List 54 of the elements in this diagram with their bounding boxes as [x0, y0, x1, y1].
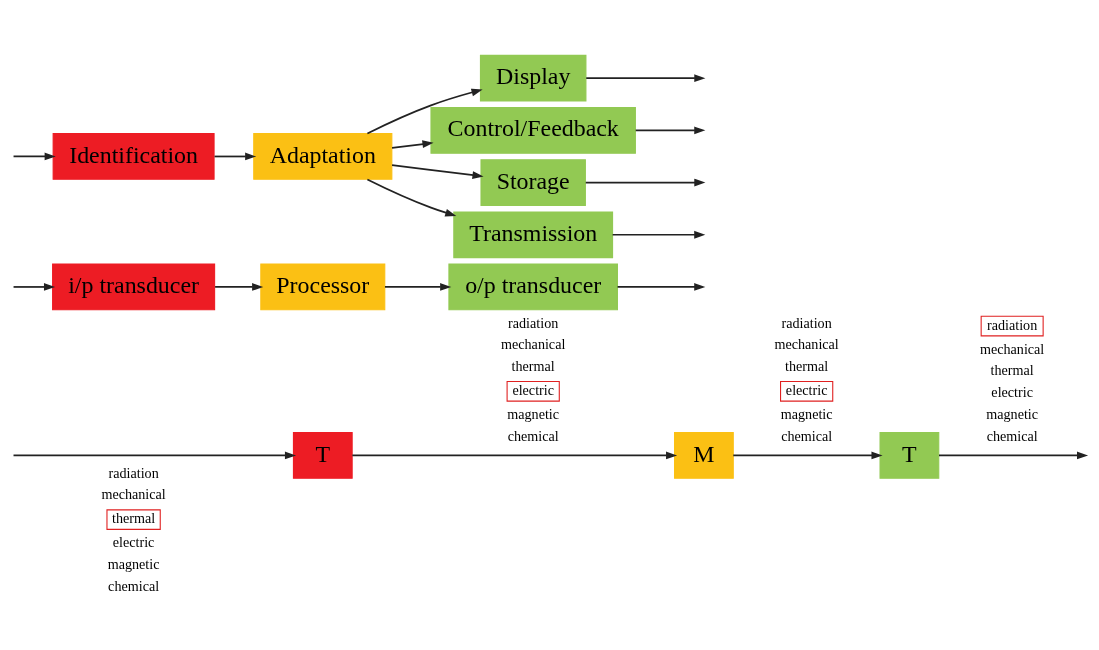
label: magnetic — [107, 555, 160, 572]
label: magnetic — [507, 405, 560, 422]
arrow — [12, 283, 56, 291]
label: radiation — [781, 314, 832, 331]
label: thermal — [990, 362, 1034, 379]
label: chemical — [986, 427, 1038, 444]
label: electric — [112, 534, 155, 551]
node-box: Identification — [52, 133, 215, 180]
arrow — [214, 283, 264, 291]
label: magnetic — [780, 405, 833, 422]
arrow — [634, 126, 706, 135]
node-box: T — [292, 432, 353, 479]
label: mechanical — [774, 336, 839, 353]
arrow — [938, 451, 1089, 460]
node-box: i/p transducer — [52, 263, 216, 311]
label: electric — [991, 384, 1033, 401]
arrow — [391, 164, 484, 179]
node-box: thermal — [106, 509, 161, 530]
arrow — [584, 178, 706, 187]
node-box: o/p transducer — [448, 263, 618, 311]
arrow — [12, 451, 297, 460]
arrow — [213, 152, 257, 161]
node-box: electric — [780, 381, 834, 402]
arrow — [366, 178, 457, 217]
node-box: radiation — [980, 315, 1044, 337]
label: thermal — [511, 358, 555, 375]
node-box: electric — [506, 381, 560, 402]
label: chemical — [108, 577, 160, 594]
arrow — [351, 451, 678, 460]
node-box: Control/Feedback — [430, 107, 636, 154]
node-box: Transmission — [453, 211, 614, 259]
arrow — [611, 230, 706, 239]
label: thermal — [785, 358, 829, 375]
arrow — [391, 140, 434, 149]
arrow — [616, 283, 706, 291]
arrow — [12, 152, 56, 161]
label: mechanical — [979, 340, 1045, 357]
node-box: Display — [479, 54, 587, 102]
label: radiation — [508, 314, 559, 331]
label: magnetic — [986, 405, 1039, 422]
node-box: Storage — [480, 159, 586, 206]
label: mechanical — [501, 336, 566, 353]
label: chemical — [781, 427, 833, 444]
node-box: T — [879, 432, 940, 479]
label: radiation — [108, 464, 159, 481]
node-box: Processor — [260, 263, 386, 311]
label: chemical — [507, 427, 559, 444]
node-box: M — [674, 432, 734, 479]
arrow — [384, 283, 452, 291]
arrow — [585, 74, 706, 83]
node-box: Adaptation — [253, 133, 393, 180]
arrow — [366, 88, 483, 135]
arrow — [732, 451, 883, 460]
label: mechanical — [101, 486, 166, 503]
